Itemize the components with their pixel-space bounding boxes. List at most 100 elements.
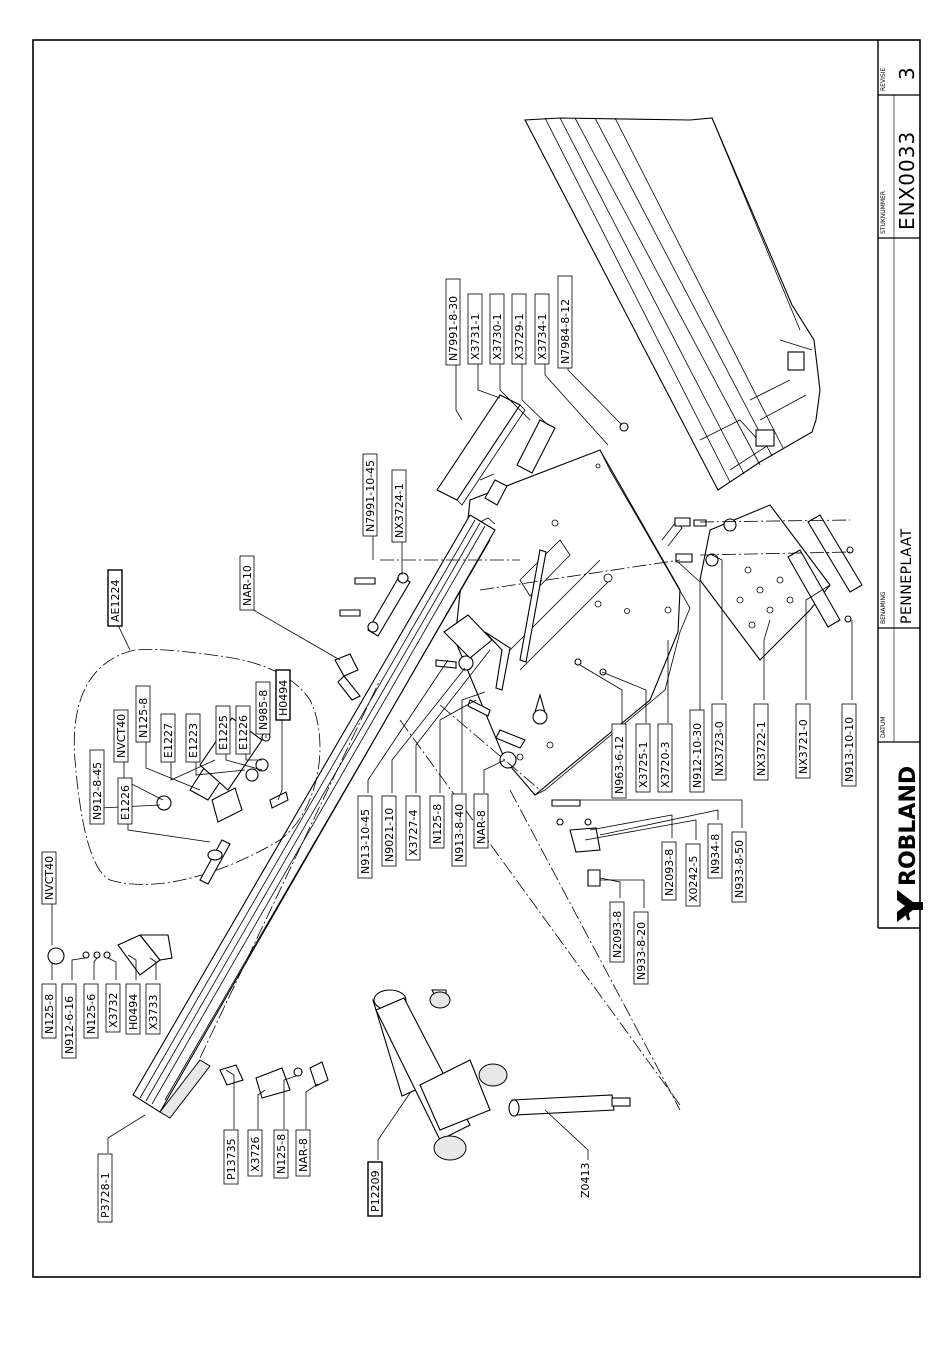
svg-text:NX3722-1: NX3722-1: [755, 721, 768, 776]
label-x0242-5: X0242-5: [685, 843, 701, 907]
label-x3729-1: X3729-1: [511, 293, 527, 365]
label-nx3723-0: NX3723-0: [711, 703, 727, 781]
revisie-value: 3: [895, 66, 919, 80]
label-n912-6-16: N912-6-16: [61, 983, 77, 1059]
label-p3728-1: P3728-1: [97, 1153, 113, 1223]
label-h0494-b: H0494: [275, 669, 291, 721]
label-nar-10: NAR-10: [239, 555, 255, 611]
svg-text:N934-8: N934-8: [709, 834, 722, 874]
label-p12209: P12209: [367, 1161, 383, 1217]
svg-text:AE1224: AE1224: [109, 580, 122, 622]
svg-text:N913-10-10: N913-10-10: [843, 717, 856, 782]
svg-text:E1226: E1226: [237, 715, 250, 750]
label-h0494-a: H0494: [125, 983, 141, 1035]
revisie-label: REVISIE: [880, 68, 887, 91]
svg-text:N7991-8-30: N7991-8-30: [447, 296, 460, 361]
label-n125-8-c: N125-8: [135, 685, 151, 743]
svg-text:X3729-1: X3729-1: [513, 314, 526, 361]
svg-text:N2093-8: N2093-8: [663, 849, 676, 896]
svg-text:X3720-3: X3720-3: [659, 742, 672, 789]
svg-text:N9021-10: N9021-10: [383, 808, 396, 862]
label-nx3724-1: NX3724-1: [391, 469, 407, 543]
svg-text:E1225: E1225: [217, 715, 230, 750]
label-e1227: E1227: [160, 713, 176, 763]
svg-text:N125-8: N125-8: [43, 994, 56, 1034]
label-nar-8-b: NAR-8: [473, 793, 489, 849]
svg-text:X3732: X3732: [107, 992, 120, 1028]
label-e1223: E1223: [185, 713, 201, 763]
label-n912-8-45: N912-8-45: [89, 749, 105, 825]
label-n933-8-50: N933-8-50: [731, 831, 747, 903]
svg-text:P13735: P13735: [225, 1138, 238, 1180]
svg-text:NVCT40: NVCT40: [115, 714, 128, 758]
svg-text:X3727-4: X3727-4: [407, 810, 420, 857]
label-nvct40-b: NVCT40: [113, 709, 129, 763]
label-p13735: P13735: [223, 1129, 239, 1185]
label-x3734-1: X3734-1: [534, 293, 550, 365]
fence-rail: [132, 514, 496, 1119]
label-z0413: Z0413: [579, 1162, 592, 1198]
label-x3727-4: X3727-4: [405, 795, 421, 861]
company-name: ROBLAND: [896, 766, 921, 886]
svg-text:E1223: E1223: [187, 723, 200, 758]
svg-text:N913-8-40: N913-8-40: [453, 804, 466, 862]
label-x3720-3: X3720-3: [657, 723, 673, 793]
svg-text:N963-6-12: N963-6-12: [613, 736, 626, 794]
label-n125-6: N125-6: [83, 983, 99, 1039]
svg-text:X3726: X3726: [249, 1136, 262, 1172]
label-n125-8-d: N125-8: [429, 795, 445, 849]
svg-text:P3728-1: P3728-1: [99, 1172, 112, 1218]
datum-label: DATUM: [880, 717, 887, 738]
label-n985-8: N985-8: [255, 681, 271, 735]
title-block: ROBLAND DATUM BENAMING PENNEPLAAT STUKNU…: [877, 40, 923, 929]
svg-text:N912-8-45: N912-8-45: [91, 762, 104, 820]
label-n2093-8-b: N2093-8: [609, 901, 625, 963]
label-n913-10-10: N913-10-10: [841, 703, 857, 787]
svg-text:N7984-8-12: N7984-8-12: [559, 299, 572, 364]
profile-extrusion: [524, 117, 821, 491]
robland-logo: ROBLAND: [896, 766, 923, 922]
svg-text:N933-8-50: N933-8-50: [733, 840, 746, 898]
svg-text:X3725-1: X3725-1: [637, 742, 650, 789]
label-x3731-1: X3731-1: [467, 293, 483, 365]
svg-text:N7991-10-45: N7991-10-45: [364, 460, 377, 532]
label-e1226-b: E1226: [235, 705, 251, 755]
label-x3732: X3732: [105, 983, 121, 1033]
svg-text:N912-10-30: N912-10-30: [691, 723, 704, 788]
label-x3726: X3726: [247, 1129, 263, 1177]
drawing-frame: [32, 39, 921, 1278]
rail-clamp-parts: [47, 934, 329, 1099]
label-n913-8-40: N913-8-40: [451, 793, 467, 867]
svg-text:N2093-8: N2093-8: [611, 911, 624, 958]
svg-text:NAR-8: NAR-8: [475, 810, 488, 844]
svg-text:NAR-10: NAR-10: [241, 565, 254, 606]
label-e1226-a: E1226: [117, 777, 133, 825]
label-n2093-8-a: N2093-8: [661, 841, 677, 901]
part-geometry: [47, 117, 863, 1161]
svg-text:N125-6: N125-6: [85, 994, 98, 1034]
svg-text:X3730-1: X3730-1: [491, 314, 504, 361]
svg-text:E1227: E1227: [162, 723, 175, 758]
label-n933-8-20: N933-8-20: [633, 911, 649, 985]
svg-text:N125-8: N125-8: [137, 698, 150, 738]
svg-text:N912-6-16: N912-6-16: [63, 996, 76, 1054]
label-x3733: X3733: [145, 983, 161, 1035]
svg-text:H0494: H0494: [277, 680, 290, 716]
label-n9021-10: N9021-10: [381, 795, 397, 867]
construction-lines: [199, 519, 851, 1111]
label-nx3722-1: NX3722-1: [753, 703, 769, 781]
label-n7991-10-45: N7991-10-45: [362, 453, 378, 537]
label-n913-10-45: N913-10-45: [357, 795, 373, 879]
svg-text:NX3721-0: NX3721-0: [797, 719, 810, 774]
label-e1225: E1225: [215, 705, 231, 755]
benaming-value: PENNEPLAAT: [899, 528, 915, 624]
clamp-assembly: [372, 989, 631, 1161]
svg-text:Z0413: Z0413: [579, 1162, 592, 1198]
label-n963-6-12: N963-6-12: [611, 723, 627, 799]
svg-text:NX3724-1: NX3724-1: [393, 483, 406, 538]
svg-text:N125-8: N125-8: [275, 1134, 288, 1174]
label-n125-8-b: N125-8: [41, 983, 57, 1039]
svg-text:X3733: X3733: [147, 994, 160, 1030]
svg-text:NX3723-0: NX3723-0: [713, 721, 726, 776]
